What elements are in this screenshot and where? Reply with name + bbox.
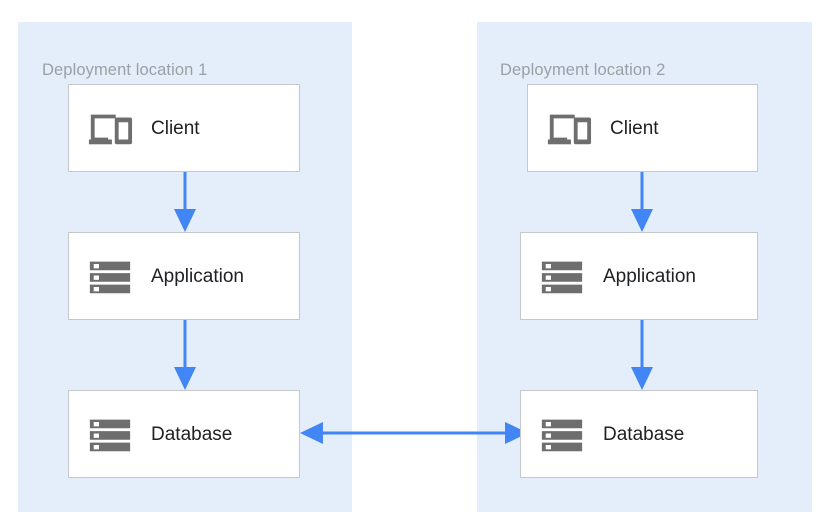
zone-2-title: Deployment location 2 [500, 61, 666, 79]
node-client-1[interactable]: Client [68, 84, 300, 172]
node-application-1-label: Application [151, 265, 244, 287]
node-application-2-label: Application [603, 265, 696, 287]
node-client-2[interactable]: Client [527, 84, 758, 172]
server-icon [541, 419, 583, 452]
node-application-1[interactable]: Application [68, 232, 300, 320]
node-database-1-label: Database [151, 423, 233, 445]
server-icon [541, 261, 583, 294]
server-icon [89, 419, 131, 452]
node-client-1-label: Client [151, 117, 200, 139]
zone-1-title: Deployment location 1 [42, 61, 208, 79]
node-application-2[interactable]: Application [520, 232, 758, 320]
devices-icon [88, 114, 133, 145]
node-database-2-label: Database [603, 423, 685, 445]
node-database-2[interactable]: Database [520, 390, 758, 478]
devices-icon [547, 114, 592, 145]
node-client-2-label: Client [610, 117, 659, 139]
server-icon [89, 261, 131, 294]
node-database-1[interactable]: Database [68, 390, 300, 478]
